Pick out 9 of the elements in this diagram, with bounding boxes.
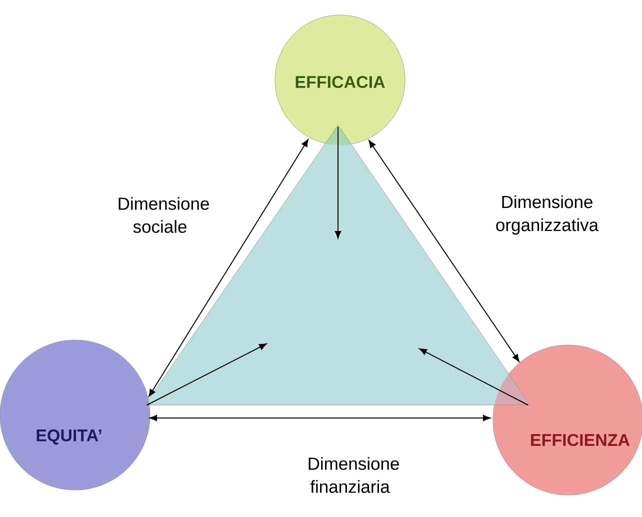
edge-label: Dimensione sociale bbox=[118, 197, 209, 233]
arrow bbox=[368, 140, 520, 362]
edge-label: Dimensione organizzativa bbox=[496, 195, 599, 235]
arrow bbox=[334, 126, 342, 238]
edge-label: Dimensione finanziaria bbox=[308, 457, 399, 493]
arrow bbox=[419, 348, 528, 406]
arrow bbox=[146, 343, 267, 406]
arrow bbox=[150, 414, 491, 422]
arrow bbox=[148, 139, 308, 397]
